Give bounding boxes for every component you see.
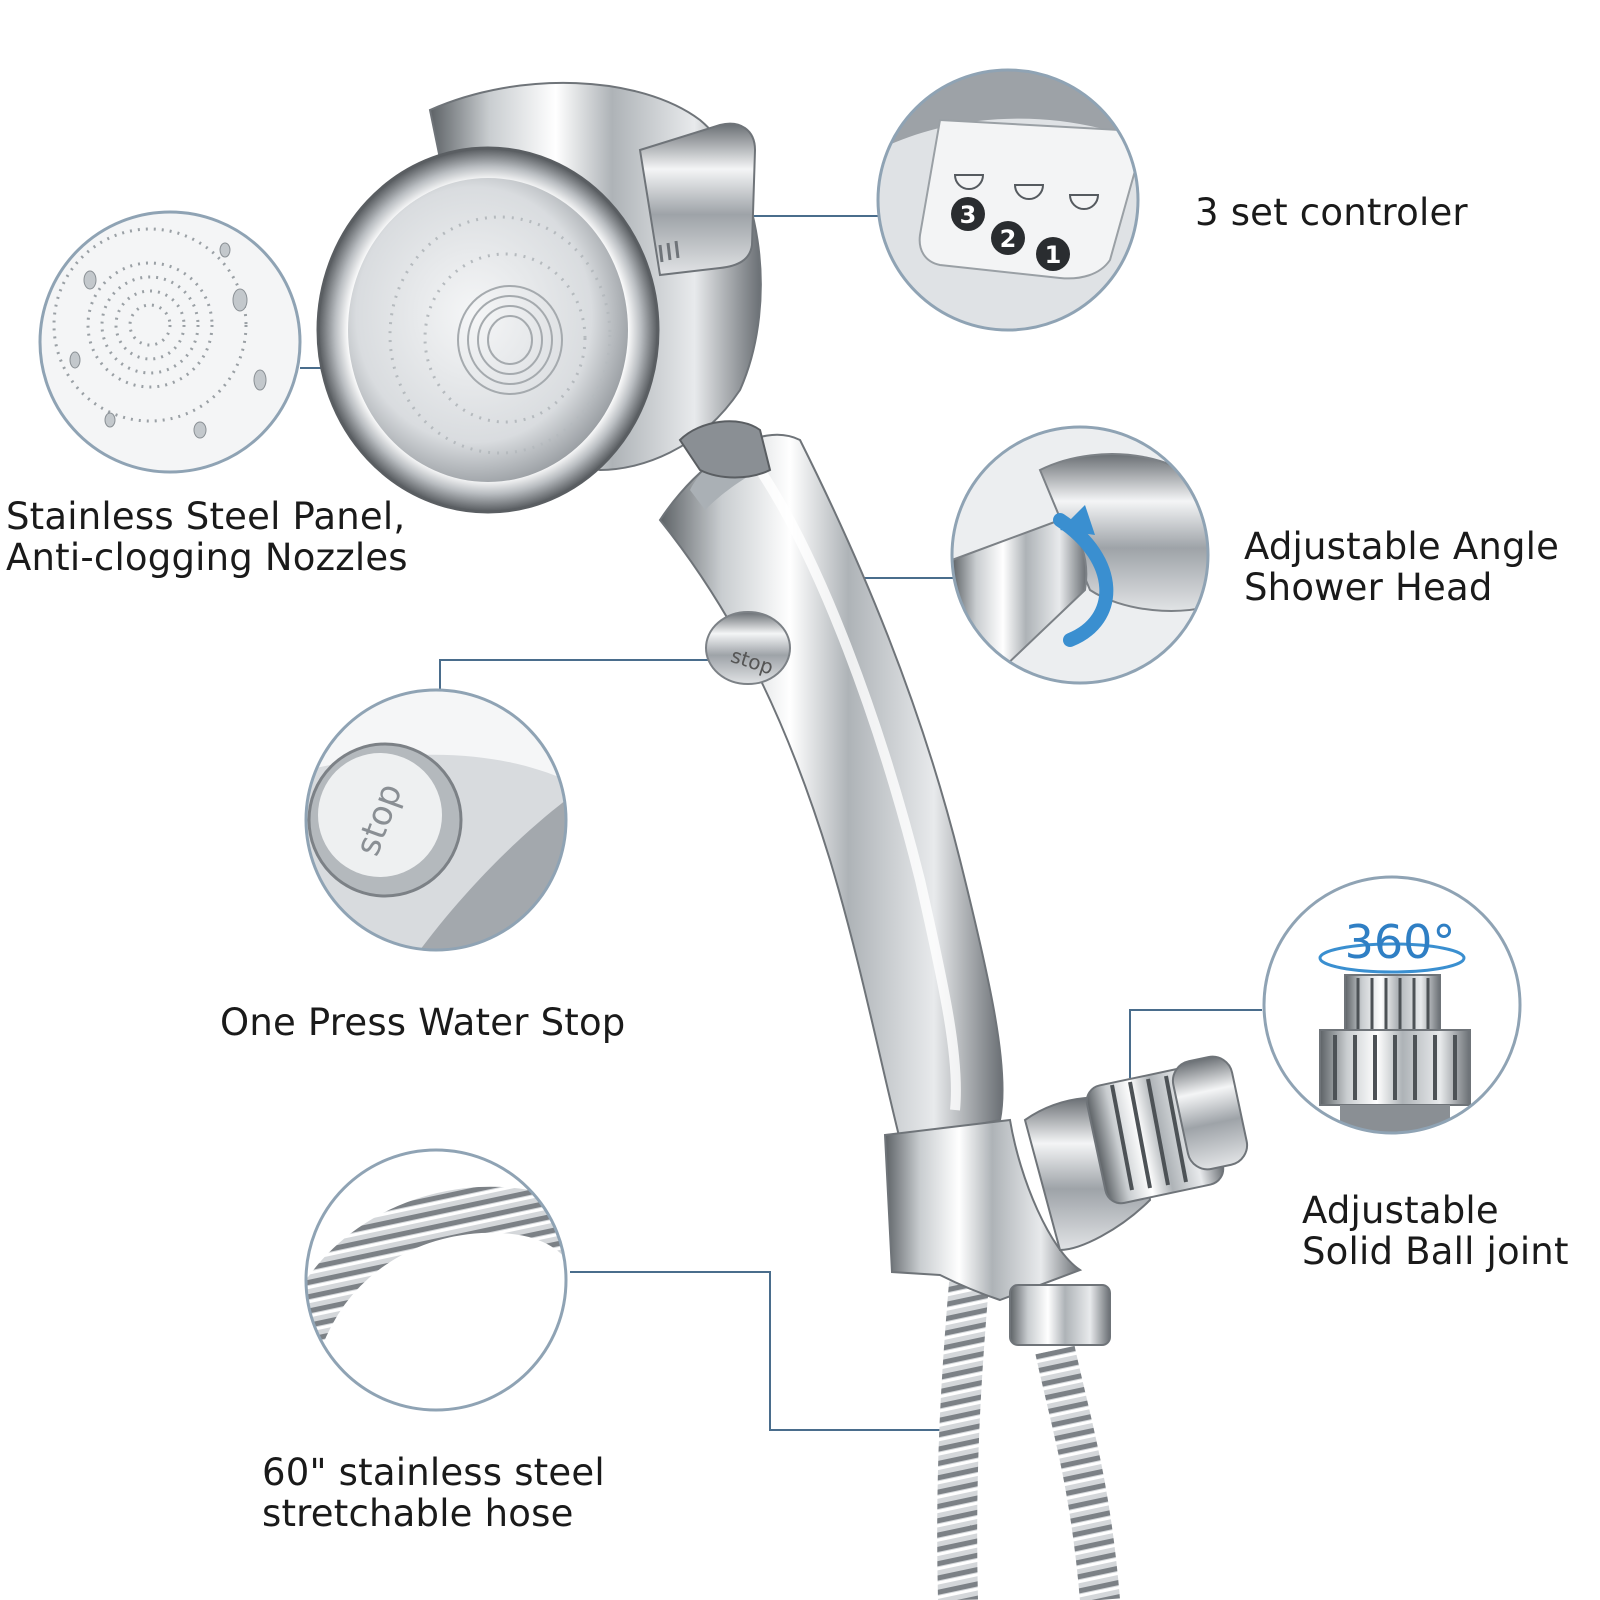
detail-circle-ball-joint: 360°	[1262, 875, 1522, 1135]
leader-line-ball-joint	[1129, 1009, 1262, 1078]
label-angle-line1: Adjustable Angle	[1244, 525, 1560, 568]
label-panel: Stainless Steel Panel, Anti-clogging Noz…	[6, 496, 408, 578]
detail-circle-panel	[38, 210, 302, 474]
leader-line-hose	[570, 1271, 955, 1431]
label-angle: Adjustable Angle Shower Head	[1244, 526, 1559, 608]
label-ball-joint-line2: Solid Ball joint	[1302, 1230, 1569, 1273]
stop-button-illustration: stop	[705, 611, 791, 685]
detail-circle-angle	[950, 425, 1210, 685]
label-ball-joint: Adjustable Solid Ball joint	[1302, 1190, 1569, 1272]
label-hose-line2: stretchable hose	[262, 1492, 574, 1535]
label-panel-line2: Anti-clogging Nozzles	[6, 536, 408, 579]
label-water-stop-line1: One Press Water Stop	[220, 1001, 626, 1044]
detail-circle-water-stop: stop	[304, 688, 568, 952]
shower-head	[316, 81, 772, 514]
shower-handle	[658, 433, 1004, 1142]
detail-circle-hose	[304, 1148, 568, 1412]
label-controller: 3 set controler	[1195, 192, 1468, 233]
leader-line-water-stop	[439, 659, 740, 690]
label-hose: 60" stainless steel stretchable hose	[262, 1452, 605, 1534]
label-angle-line2: Shower Head	[1244, 566, 1493, 609]
detail-circle-controller: 3 2 1	[876, 68, 1140, 332]
label-controller-line1: 3 set controler	[1195, 191, 1468, 234]
svg-text:1: 1	[1045, 241, 1062, 269]
svg-text:3: 3	[960, 201, 977, 229]
svg-text:360°: 360°	[1345, 915, 1456, 969]
wall-bracket	[883, 1055, 1249, 1346]
label-water-stop: One Press Water Stop	[220, 1002, 626, 1043]
label-panel-line1: Stainless Steel Panel,	[6, 495, 406, 538]
label-hose-line1: 60" stainless steel	[262, 1451, 605, 1494]
label-ball-joint-line1: Adjustable	[1302, 1189, 1499, 1232]
hose	[937, 1248, 1120, 1600]
svg-text:2: 2	[1000, 225, 1017, 253]
